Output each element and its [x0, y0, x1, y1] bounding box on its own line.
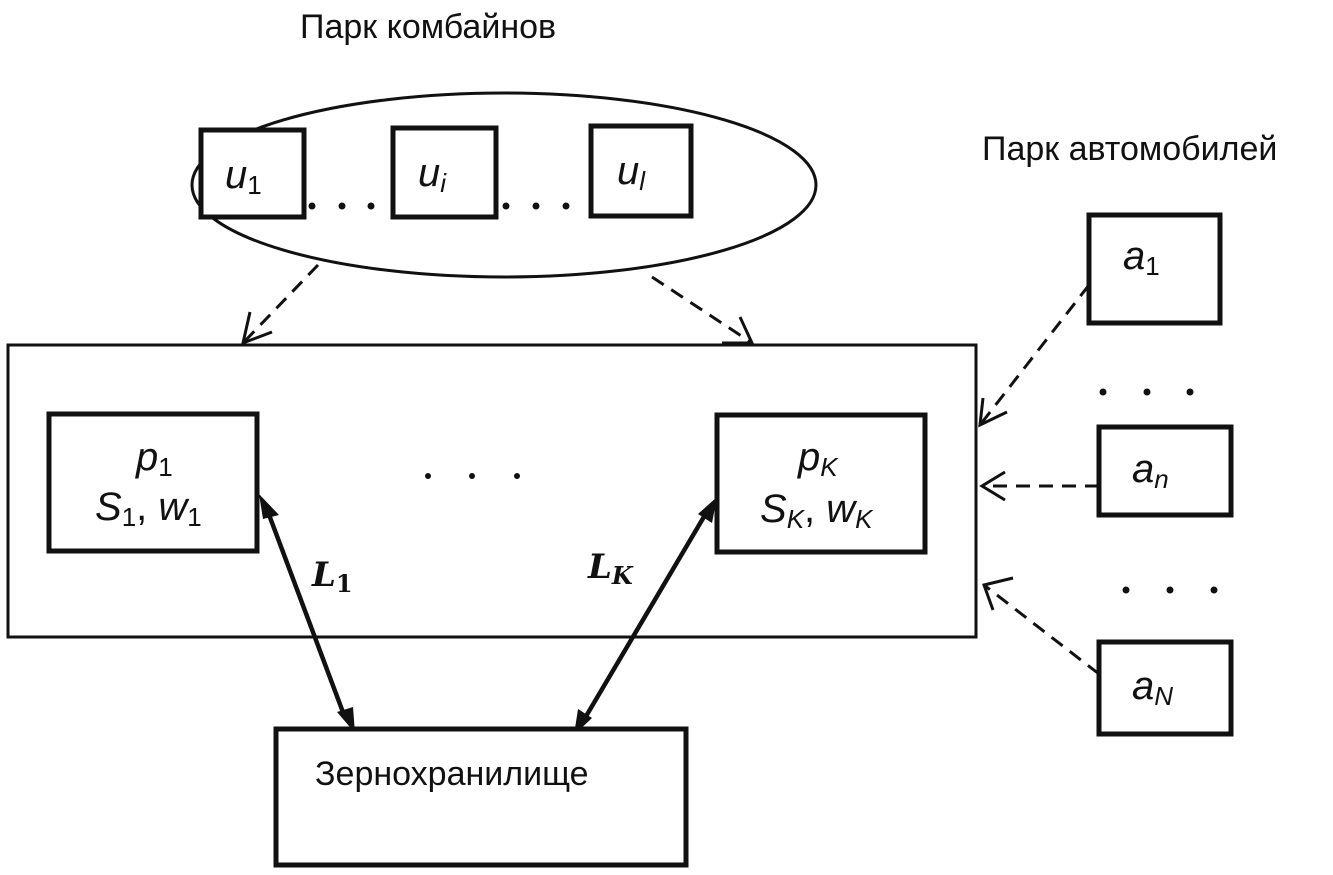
dots-combines-2: [502, 202, 570, 210]
dots-vehicles-2: [1122, 586, 1218, 594]
vehicle-a1-label: a1: [1123, 234, 1160, 281]
combine-fleet-title: Парк комбайнов: [300, 8, 556, 46]
granary-label: Зернохранилище: [315, 755, 589, 793]
combine-ul-label: ul: [617, 149, 646, 196]
combine-ui-label: ui: [418, 151, 447, 198]
vehicle-box-an[interactable]: an: [1096, 424, 1234, 518]
vehicle-arrow-an: [979, 470, 1099, 502]
combine-box-u1[interactable]: u1: [198, 127, 307, 220]
field-box-p1[interactable]: p1 S1, w1: [46, 411, 260, 554]
vehicle-box-aN[interactable]: aN: [1096, 639, 1234, 737]
vehicle-aN-label: aN: [1132, 664, 1173, 711]
combine-arrow-right: [651, 275, 755, 345]
combine-arrow-left: [240, 263, 320, 346]
dots-vehicles-1: [1099, 388, 1194, 396]
field-box-pK[interactable]: pK SK, wK: [714, 412, 928, 555]
dots-combines-1: [308, 202, 375, 210]
combine-box-ui[interactable]: ui: [390, 125, 499, 220]
vehicle-arrow-a1: [978, 284, 1091, 428]
link-LK-label: LK: [587, 547, 634, 590]
dots-fields: [425, 473, 520, 479]
link-LK: LK: [574, 497, 717, 735]
field-pK-label: pK: [797, 435, 839, 482]
field-p1-label: p1: [135, 435, 173, 482]
field-pK-params: SK, wK: [760, 487, 874, 534]
combine-u1-label: u1: [225, 153, 262, 200]
vehicle-fleet-title: Парк автомобилей: [982, 130, 1277, 168]
vehicle-box-a1[interactable]: a1: [1086, 212, 1223, 326]
vehicle-arrow-aN: [982, 576, 1100, 676]
combine-box-ul[interactable]: ul: [588, 123, 694, 219]
vehicle-an-label: an: [1132, 447, 1169, 494]
link-L1-label: L1: [311, 555, 353, 598]
field-p1-params: S1, w1: [95, 485, 202, 532]
granary-box[interactable]: Зернохранилище: [273, 726, 689, 868]
